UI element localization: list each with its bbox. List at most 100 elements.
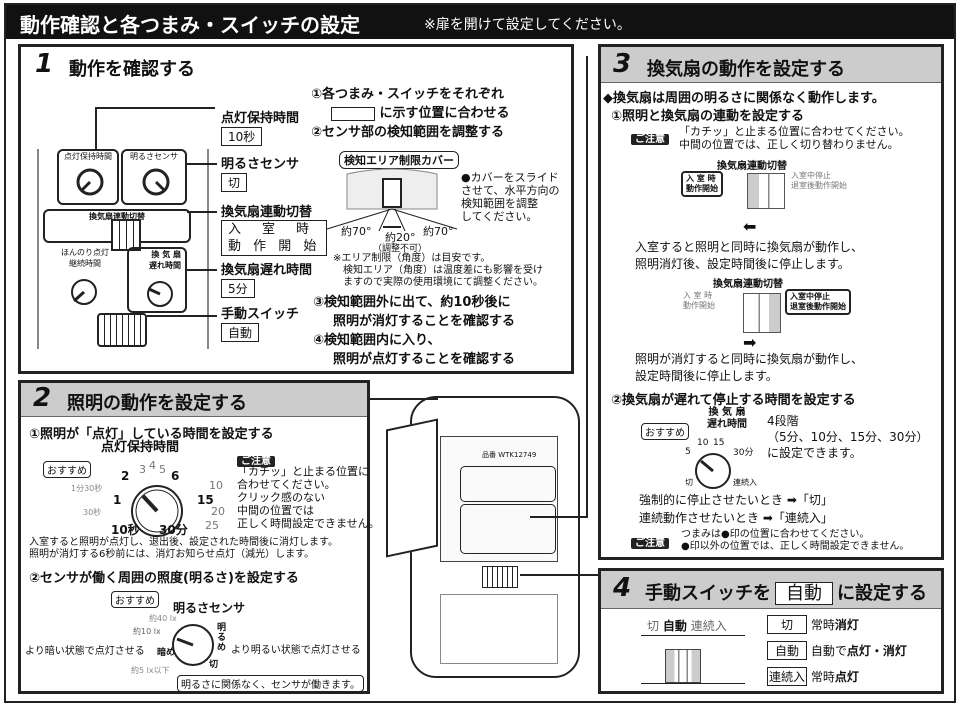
subheading: ②センサが働く周囲の照度(明るさ)を設定する xyxy=(29,571,299,586)
s2-lx-c: 約5 lx以下 xyxy=(131,666,170,675)
page-title: 動作確認と各つまみ・スイッチの設定 xyxy=(20,13,360,37)
brightness-knob-box: 明るさセンサ xyxy=(121,149,187,205)
recommend-badge: おすすめ xyxy=(641,423,689,440)
s1-steps-2: ②センサ部の検知範囲を調整する xyxy=(311,125,505,140)
area-note: ※エリア制限（角度）は目安です。 検知エリア（角度）は温度差にも影響を受け ます… xyxy=(333,253,543,288)
hold-time-dial-large[interactable] xyxy=(127,481,187,541)
caution-text-2: つまみは●印の位置に合わせてください。 ●印以外の位置では、正しく時間設定できま… xyxy=(681,529,910,552)
s4-rows-1-box: 自動 xyxy=(767,641,807,660)
brightness-dial[interactable] xyxy=(141,167,171,197)
brightness-dial-large[interactable] xyxy=(171,623,215,667)
cover-note: ●カバーをスライド させて、水平方向の 検知範囲を調整 してください。 xyxy=(461,171,560,223)
s4-labels-1: 自動 xyxy=(662,619,687,633)
section-2: 2 照明の動作を設定する ①照明が「点灯」している時間を設定する 点灯保持時間 … xyxy=(18,380,380,694)
fan-link-slider-left xyxy=(747,173,785,209)
s2-dark: 暗め xyxy=(157,648,176,658)
arrow-right-icon: ➡ xyxy=(743,333,757,352)
continuous-text: 連続動作させたいとき ➡「連続入」 xyxy=(639,511,833,525)
callout-fan-link: 換気扇連動切替入 室 時 動 作 開 始 xyxy=(221,201,328,256)
s1-callouts-1-value: 切 xyxy=(221,173,248,192)
steps-text: 4段階 （5分、10分、15分、30分） に設定できます。 xyxy=(767,414,929,460)
s1-callouts-4-label: 手動スイッチ xyxy=(221,307,300,322)
s2-bright: 明るめ xyxy=(217,623,227,653)
step-list-2: ③検知範囲外に出て、約10秒後に照明が消灯することを確認する ④検知範囲内に入り… xyxy=(313,293,515,369)
s3-dial_labels-off: 切 xyxy=(685,478,693,487)
section-number: 1 xyxy=(35,49,54,79)
manual-switch-diagram xyxy=(665,649,701,683)
callout-manual-switch: 手動スイッチ自動 xyxy=(221,303,299,342)
s4-title_post: に設定する xyxy=(837,583,927,604)
s2-lx-b: 約10 lx xyxy=(133,627,161,636)
recommend-badge: おすすめ xyxy=(111,591,159,608)
arrow-left-icon: ⬅ xyxy=(743,217,757,236)
s2-dial_labels-l4: 4 xyxy=(149,459,156,472)
description-2: 照明が消灯すると同時に換気扇が動作し、 設定時間後に停止します。 xyxy=(635,352,864,383)
device-manual-switch xyxy=(482,566,518,588)
s2-dial_labels-l6: 6 xyxy=(171,469,180,483)
s1-callouts-4-value: 自動 xyxy=(221,323,260,342)
s4-rows-2-box: 連続入 xyxy=(767,667,807,686)
s1-callouts-2-label: 換気扇連動切替 xyxy=(221,205,313,220)
subheading: ①照明と換気扇の連動を設定する xyxy=(611,109,805,124)
option-selected: 入 室 時 動作開始 xyxy=(681,171,723,197)
s2-dial_labels-l5: 5 xyxy=(159,463,166,476)
fan-delay-dial-large[interactable] xyxy=(695,453,731,489)
caution-text: 「カチッ」と止まる位置に 合わせてください。 クリック感のない 中間の位置では … xyxy=(237,465,380,530)
s2-dial_labels-l25: 25 xyxy=(205,519,219,532)
caution-badge: ご注意 xyxy=(631,134,669,145)
s3-dial_labels-cont: 連続入 xyxy=(733,478,757,487)
section-3: 3 換気扇の動作を設定する ◆換気扇は周囲の明るさに関係なく動作します。 ①照明… xyxy=(598,44,944,560)
section-title: 換気扇の動作を設定する xyxy=(647,59,845,80)
s3-dial_labels-d30: 30分 xyxy=(733,448,754,458)
section-title: 動作を確認する xyxy=(69,59,195,80)
s4-labels-0: 切 xyxy=(647,619,660,633)
option-selected: 入室中停止 退室後動作開始 xyxy=(785,289,851,315)
fan-link-slider-right xyxy=(743,293,781,333)
page-subtitle: ※扉を開けて設定してください。 xyxy=(424,17,631,33)
subheading: ①照明が「点灯」している時間を設定する xyxy=(29,427,274,442)
s4-rows-0-pre: 常時 xyxy=(810,618,835,632)
caution-badge: ご注意 xyxy=(237,449,275,468)
s1-callouts-1-label: 明るさセンサ xyxy=(221,157,300,172)
always-note: 明るさに関係なく、センサが働きます。 xyxy=(177,675,364,692)
sensor-range-diagram xyxy=(326,168,458,232)
section-title: 照明の動作を設定する xyxy=(67,393,247,414)
hold-time-dial[interactable] xyxy=(75,167,105,197)
s1-steps-5: ④検知範囲内に入り、 xyxy=(313,333,441,348)
section-number: 4 xyxy=(613,573,632,603)
page-frame xyxy=(4,3,956,703)
angle-right: 約70° xyxy=(423,225,454,238)
s4-rows-2-pre: 常時 xyxy=(810,670,835,684)
fan-delay-dial[interactable] xyxy=(145,279,175,309)
s1-panel-fan_delay: 換 気 扇 遅れ時間 xyxy=(149,250,181,270)
cover-label: 検知エリア制限カバー xyxy=(339,151,459,169)
s2-lx-a: 約40 lx xyxy=(149,614,177,623)
section-4: 4 手動スイッチを自動に設定する 切 自動 連続入 切 常時消灯 自動 自動で点… xyxy=(598,568,944,694)
honnori-dial[interactable] xyxy=(69,277,99,307)
dial-title: 点灯保持時間 xyxy=(101,440,180,455)
s1-panel-hold: 点灯保持時間 xyxy=(64,152,112,161)
s3-dial_labels-d5: 5 xyxy=(685,447,691,457)
s1-callouts-3-label: 換気扇遅れ時間 xyxy=(221,263,313,278)
manual-switch[interactable] xyxy=(97,313,147,347)
caution-text: 「カチッ」と止まる位置に合わせてください。 中間の位置では、正しく切り替わりませ… xyxy=(679,125,910,151)
s3-opt_right: 入室中停止 退室後動作開始 xyxy=(791,171,847,190)
s2-dial_labels-l10s: 10秒 xyxy=(111,523,140,537)
s2-dial_labels-l30m: 30分 xyxy=(159,523,188,537)
s4-title_box: 自動 xyxy=(775,582,833,605)
s1-steps-3: ③検知範囲外に出て、約10秒後に xyxy=(313,295,511,310)
mode-row-off: 切 常時消灯 xyxy=(767,615,859,634)
angle-left: 約70° xyxy=(341,225,372,238)
fan-link-slider[interactable] xyxy=(111,219,141,251)
s4-rows-0-bold: 消灯 xyxy=(834,618,859,632)
brighter-label: より明るい状態で点灯させる xyxy=(231,645,361,656)
section-number: 2 xyxy=(33,383,52,413)
s1-callouts-0-value: 10秒 xyxy=(221,127,263,146)
s3-dial_title: 換 気 扇 遅れ時間 xyxy=(707,407,747,430)
s2-dial_labels-l30s: 30秒 xyxy=(83,508,102,517)
intro: ◆換気扇は周囲の明るさに関係なく動作します。 xyxy=(603,91,885,106)
s4-rows-1-bold: 点灯・消灯 xyxy=(846,644,907,658)
device-illustration: 品番 WTK12749 xyxy=(410,396,580,678)
s3-switch_title: 換気扇連動切替 xyxy=(713,279,783,290)
